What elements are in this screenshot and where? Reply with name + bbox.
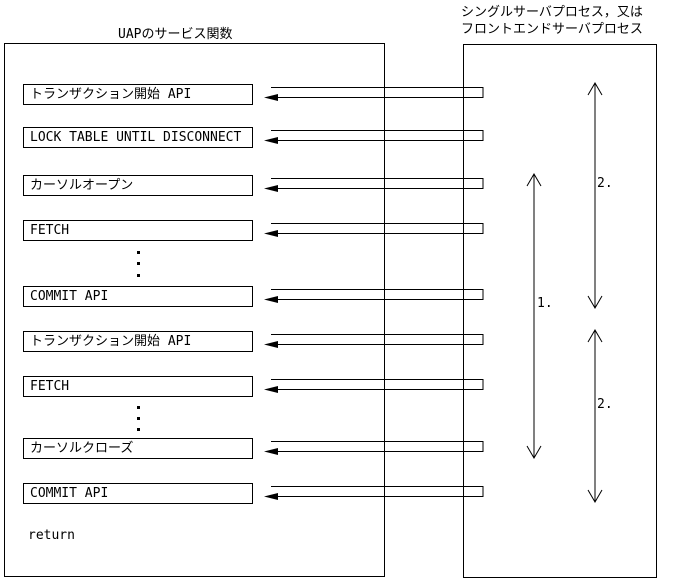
left-call-arrow-icon bbox=[264, 223, 484, 237]
api-box-label: COMMIT API bbox=[23, 483, 253, 504]
left-call-arrow-icon bbox=[264, 441, 484, 455]
row-transaction-start-api-1: トランザクション開始 API bbox=[0, 84, 688, 105]
scope2-lower-double-arrow-icon bbox=[587, 329, 603, 503]
row-lock-table: LOCK TABLE UNTIL DISCONNECT bbox=[0, 127, 688, 148]
ellipsis-dots bbox=[137, 251, 141, 278]
server-process-box bbox=[463, 44, 657, 578]
left-call-arrow-icon bbox=[264, 486, 484, 500]
left-call-arrow-icon bbox=[264, 87, 484, 101]
row-transaction-start-api-2: トランザクション開始 API bbox=[0, 331, 688, 352]
row-cursor-close: カーソルクローズ bbox=[0, 438, 688, 459]
scope1-double-arrow-icon bbox=[526, 173, 542, 459]
left-panel-title: UAPのサービス関数 bbox=[118, 27, 233, 42]
left-call-arrow-icon bbox=[264, 379, 484, 393]
right-panel-title-line1: シングルサーバプロセス，又は bbox=[461, 5, 643, 20]
left-call-arrow-icon bbox=[264, 289, 484, 303]
left-call-arrow-icon bbox=[264, 334, 484, 348]
ellipsis-dots bbox=[137, 406, 141, 432]
api-box-label: FETCH bbox=[23, 376, 253, 397]
scope2-upper-label: 2. bbox=[597, 176, 613, 191]
row-commit-api-1: COMMIT API bbox=[0, 286, 688, 307]
api-box-label: カーソルオープン bbox=[23, 175, 253, 196]
row-fetch-1: FETCH bbox=[0, 220, 688, 241]
api-box-label: トランザクション開始 API bbox=[23, 331, 253, 352]
right-panel-title: シングルサーバプロセス，又は フロントエンドサーバプロセス bbox=[461, 4, 643, 38]
api-box-label: トランザクション開始 API bbox=[23, 84, 253, 105]
right-panel-title-line2: フロントエンドサーバプロセス bbox=[461, 22, 643, 37]
left-call-arrow-icon bbox=[264, 178, 484, 192]
row-fetch-2: FETCH bbox=[0, 376, 688, 397]
api-box-label: カーソルクローズ bbox=[23, 438, 253, 459]
scope1-label: 1. bbox=[537, 296, 553, 311]
left-call-arrow-icon bbox=[264, 130, 484, 144]
row-commit-api-2: COMMIT API bbox=[0, 483, 688, 504]
api-box-label: COMMIT API bbox=[23, 286, 253, 307]
api-box-label: FETCH bbox=[23, 220, 253, 241]
api-box-label: LOCK TABLE UNTIL DISCONNECT bbox=[23, 127, 253, 148]
row-cursor-open: カーソルオープン bbox=[0, 175, 688, 196]
scope2-upper-double-arrow-icon bbox=[587, 82, 603, 309]
scope-arrows bbox=[526, 82, 603, 503]
scope2-lower-label: 2. bbox=[597, 397, 613, 412]
return-label: return bbox=[28, 528, 75, 543]
